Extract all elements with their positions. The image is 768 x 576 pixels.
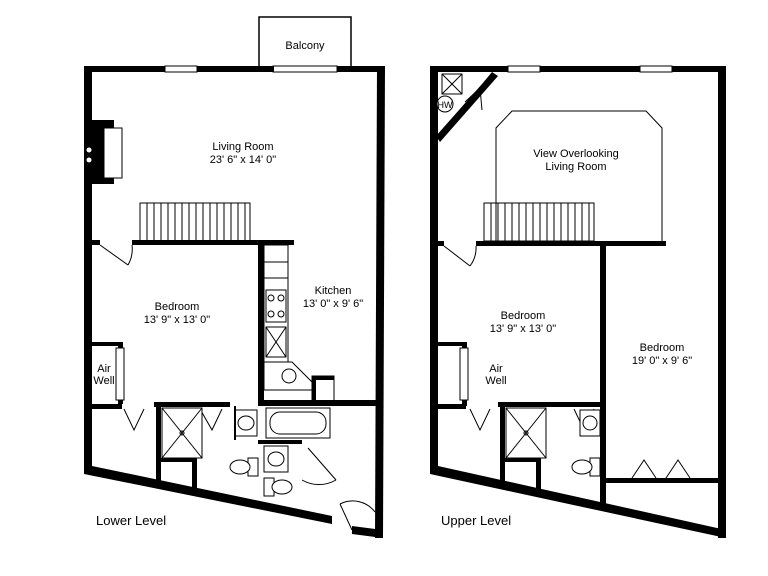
upper-bedroom2-label: Bedroom bbox=[640, 342, 685, 354]
upper-right-wall bbox=[718, 66, 726, 538]
air-well-label: Well bbox=[93, 375, 114, 387]
bedroom-dims: 13' 9" x 13' 0" bbox=[144, 314, 211, 326]
toilet-icon bbox=[229, 459, 251, 475]
upper-stairs bbox=[483, 202, 595, 242]
bath-mid-wall bbox=[258, 440, 302, 444]
utility-closet-wall bbox=[436, 72, 498, 142]
living-bedroom-wall bbox=[132, 240, 294, 245]
lower-top-wall-right bbox=[337, 66, 385, 72]
bedroom-kitchen-wall bbox=[258, 240, 264, 404]
kitchen-label: Kitchen bbox=[315, 285, 352, 297]
lower-bottom-wall bbox=[84, 466, 332, 524]
upper-window bbox=[639, 65, 673, 73]
upper-bedroom2-dims: 19' 0" x 9' 6" bbox=[632, 355, 692, 367]
sink-icon bbox=[281, 368, 297, 384]
entry-door bbox=[339, 503, 353, 531]
lower-left-wall bbox=[84, 66, 92, 474]
view-label: Living Room bbox=[545, 161, 606, 173]
closet-door bbox=[199, 408, 223, 432]
living-room-dims: 23' 6" x 14' 0" bbox=[210, 154, 277, 166]
kitchen-corner-counter bbox=[263, 361, 313, 391]
upper-bedroom-dims: 13' 9" x 13' 0" bbox=[490, 323, 557, 335]
balcony-label: Balcony bbox=[285, 40, 325, 52]
lower-stairs bbox=[139, 202, 251, 242]
wc-wall bbox=[192, 458, 197, 492]
stove-icon bbox=[265, 289, 287, 323]
utility-door bbox=[464, 86, 483, 111]
air-well-top-wall bbox=[92, 342, 122, 346]
living-window bbox=[164, 65, 198, 73]
open-to-below-outline bbox=[495, 110, 663, 244]
upper-air-well-bottom bbox=[438, 404, 466, 409]
shower-bottom-wall bbox=[160, 458, 196, 462]
closet-door bbox=[631, 459, 657, 479]
water-heater-label: HW bbox=[438, 100, 453, 110]
bedroom-door bbox=[99, 244, 129, 266]
upper-loft-wall-stub bbox=[438, 241, 444, 246]
upper-bedroom-door bbox=[443, 245, 471, 267]
right-closet-wall bbox=[606, 478, 720, 483]
vanity-sink-icon bbox=[579, 409, 601, 437]
upper-shower-bottom bbox=[504, 458, 540, 462]
shower-left-wall bbox=[156, 404, 161, 484]
closet-wall bbox=[154, 402, 230, 407]
upper-air-well-label: Well bbox=[485, 375, 506, 387]
bedroom-door-arc bbox=[127, 244, 133, 266]
view-label: View Overlooking bbox=[533, 148, 618, 160]
bath-top-wall bbox=[258, 400, 378, 406]
pantry-wall bbox=[312, 376, 316, 404]
fireplace-knob-icon bbox=[85, 156, 93, 164]
upper-air-well-window bbox=[459, 347, 469, 401]
toilet-icon bbox=[271, 479, 293, 495]
fireplace-knob-icon bbox=[85, 146, 93, 154]
closet-door bbox=[123, 408, 145, 432]
kitchen-counters bbox=[263, 244, 335, 403]
water-heater-icon bbox=[436, 95, 454, 113]
living-bedroom-wall-stub bbox=[92, 240, 100, 245]
upper-shower-wall bbox=[500, 404, 505, 488]
upper-left-wall bbox=[430, 66, 438, 474]
pantry-wall-top bbox=[312, 376, 334, 380]
lower-level-label: Lower Level bbox=[96, 513, 166, 528]
upper-air-well-top bbox=[438, 342, 464, 346]
air-well-wall bbox=[92, 404, 122, 409]
bedroom-label: Bedroom bbox=[155, 301, 200, 313]
closet-door bbox=[469, 408, 491, 432]
bedroom-divider-wall bbox=[600, 241, 606, 505]
upper-air-well-label: Air bbox=[489, 363, 503, 375]
lower-bottom-wall-right bbox=[352, 526, 383, 538]
upper-loft-wall bbox=[476, 241, 666, 246]
fireplace-hearth bbox=[103, 127, 123, 179]
bath-door bbox=[307, 447, 337, 481]
upper-closet-wall bbox=[498, 402, 600, 407]
upper-level-plan: HW bbox=[430, 65, 726, 538]
upper-level-label: Upper Level bbox=[441, 513, 511, 528]
kitchen-dims: 13' 0" x 9' 6" bbox=[303, 298, 363, 310]
air-well-window bbox=[115, 347, 125, 401]
air-well-label: Air bbox=[97, 363, 111, 375]
upper-window bbox=[507, 65, 541, 73]
shower-drain-icon bbox=[523, 430, 529, 436]
shower-drain-icon bbox=[179, 430, 185, 436]
upper-bedroom-label: Bedroom bbox=[501, 310, 546, 322]
balcony-door bbox=[272, 65, 338, 73]
upper-top-wall bbox=[430, 66, 726, 72]
upper-wc-wall bbox=[536, 458, 541, 494]
toilet-icon bbox=[571, 459, 593, 475]
lower-right-wall bbox=[375, 66, 385, 538]
lower-level-plan: Balcony Living Room 23' 6" x 14' 0" Kitc… bbox=[84, 16, 385, 538]
closet-door bbox=[665, 459, 691, 479]
living-room-label: Living Room bbox=[212, 141, 273, 153]
